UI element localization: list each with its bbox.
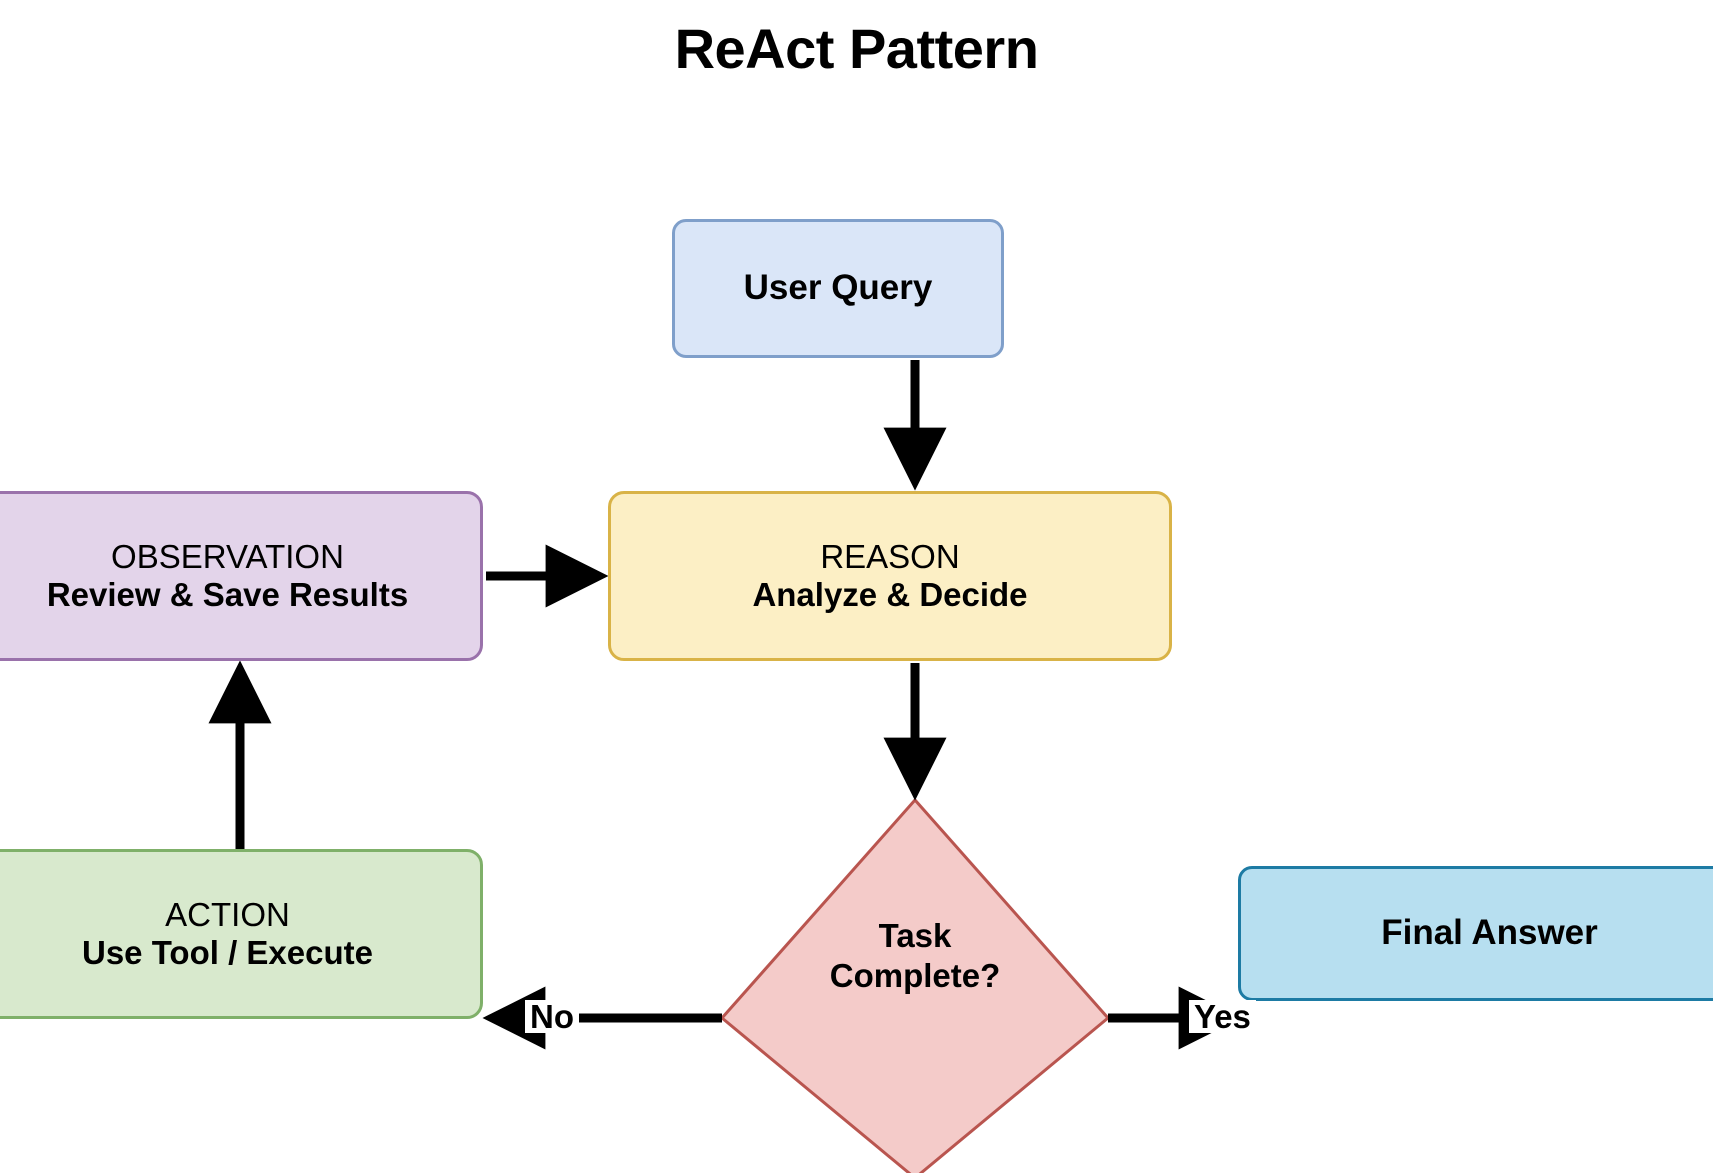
node-final-answer-label: Final Answer xyxy=(1381,913,1598,953)
node-reason-title: REASON xyxy=(820,537,960,575)
node-final-answer[interactable]: Final Answer xyxy=(1238,866,1713,1001)
edge-label-yes: Yes xyxy=(1189,1000,1256,1033)
node-user-query-label: User Query xyxy=(743,268,933,308)
page-title: ReAct Pattern xyxy=(674,17,1039,80)
node-user-query[interactable]: User Query xyxy=(672,219,1004,358)
node-action[interactable]: ACTION Use Tool / Execute xyxy=(0,849,483,1019)
node-reason[interactable]: REASON Analyze & Decide xyxy=(608,491,1172,661)
node-reason-subtitle: Analyze & Decide xyxy=(752,576,1028,613)
node-observation-subtitle: Review & Save Results xyxy=(46,576,409,613)
node-observation[interactable]: OBSERVATION Review & Save Results xyxy=(0,491,483,661)
node-observation-title: OBSERVATION xyxy=(111,537,344,575)
edge-label-no: No xyxy=(525,1000,579,1033)
node-action-title: ACTION xyxy=(165,895,290,933)
node-action-subtitle: Use Tool / Execute xyxy=(82,934,373,971)
node-task-complete-shape[interactable] xyxy=(719,797,1111,1173)
